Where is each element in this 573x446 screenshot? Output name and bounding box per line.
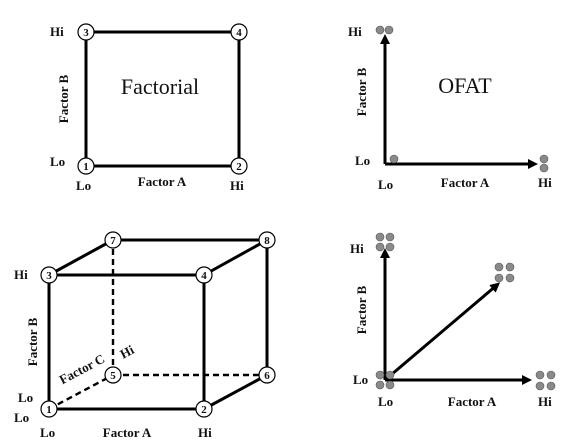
cube-edge-4-8 bbox=[203, 238, 268, 277]
factorial-square bbox=[84, 30, 241, 168]
cube-node-6-label: 6 bbox=[264, 370, 270, 382]
ofat3-diagonal-arrow bbox=[384, 282, 501, 382]
ofat3-point-center-2 bbox=[385, 370, 395, 380]
cube-node-8-label: 8 bbox=[264, 235, 270, 247]
cube-panel: 1 2 3 4 5 6 7 8 Hi Lo bbox=[14, 231, 276, 440]
ofat3-points bbox=[375, 232, 556, 391]
ofat-points bbox=[375, 25, 549, 173]
ofat3-y-label: Factor B bbox=[354, 285, 369, 334]
cube-y-label: Factor B bbox=[25, 317, 40, 366]
ofat3-x-lo: Lo bbox=[378, 394, 393, 409]
cube-node-1: 1 bbox=[40, 400, 58, 418]
factorial-node-1-label: 1 bbox=[83, 161, 89, 173]
ofat3-point-top-1 bbox=[375, 232, 385, 242]
cube-hidden-edge-1-5 bbox=[48, 373, 114, 411]
factorial-x-lo: Lo bbox=[76, 178, 91, 193]
ofat3-point-diag-4 bbox=[505, 273, 515, 283]
cube-node-7: 7 bbox=[104, 231, 122, 249]
cube-node-5-label: 5 bbox=[110, 370, 116, 382]
ofat-point-top-1 bbox=[375, 25, 385, 35]
ofat-x-hi: Hi bbox=[538, 175, 552, 190]
cube-x-hi: Hi bbox=[198, 425, 212, 440]
ofat-point-center bbox=[389, 154, 399, 164]
cube-node-8: 8 bbox=[258, 231, 276, 249]
cube-node-4: 4 bbox=[195, 266, 213, 284]
factorial-node-4-label: 4 bbox=[236, 27, 242, 39]
ofat-x-label: Factor A bbox=[441, 175, 490, 190]
ofat-y-label: Factor B bbox=[354, 67, 369, 116]
cube-y-hi: Hi bbox=[14, 267, 28, 282]
cube-edge-2-6 bbox=[203, 373, 268, 411]
ofat3-point-top-4 bbox=[385, 242, 395, 252]
cube-node-4-label: 4 bbox=[201, 270, 207, 282]
cube-x-label: Factor A bbox=[103, 425, 152, 440]
cube-x-lo: Lo bbox=[40, 425, 55, 440]
factorial-node-4: 4 bbox=[230, 23, 248, 41]
cube-z-hi: Hi bbox=[117, 342, 137, 362]
ofat3-point-right-1 bbox=[535, 370, 545, 380]
factorial-node-2-label: 2 bbox=[236, 161, 242, 173]
factorial-title: Factorial bbox=[121, 74, 199, 99]
ofat3-panel: Hi Lo Lo Hi Factor A Factor B bbox=[350, 232, 556, 409]
ofat3-point-right-4 bbox=[546, 381, 556, 391]
ofat3-y-lo: Lo bbox=[353, 372, 368, 387]
factorial-node-1: 1 bbox=[77, 157, 95, 175]
factorial-y-lo: Lo bbox=[50, 154, 65, 169]
cube-node-1-label: 1 bbox=[46, 404, 52, 416]
ofat3-point-top-2 bbox=[385, 232, 395, 242]
ofat-title: OFAT bbox=[438, 73, 492, 98]
cube-z-lo: Lo bbox=[14, 410, 29, 425]
factorial-x-hi: Hi bbox=[230, 178, 244, 193]
ofat3-point-top-3 bbox=[375, 242, 385, 252]
factorial-node-3-label: 3 bbox=[83, 27, 89, 39]
factorial-node-3: 3 bbox=[77, 23, 95, 41]
ofat-y-hi: Hi bbox=[348, 24, 362, 39]
factorial-node-2: 2 bbox=[230, 157, 248, 175]
ofat3-point-diag-3 bbox=[494, 273, 504, 283]
ofat3-point-diag-1 bbox=[494, 262, 504, 272]
ofat3-point-diag-2 bbox=[505, 262, 515, 272]
ofat3-point-right-2 bbox=[546, 370, 556, 380]
ofat3-x-label: Factor A bbox=[448, 394, 497, 409]
cube-node-5: 5 bbox=[104, 366, 122, 384]
ofat-point-right-2 bbox=[539, 163, 549, 173]
ofat-x-lo: Lo bbox=[378, 177, 393, 192]
cube-node-7-label: 7 bbox=[110, 235, 116, 247]
ofat3-point-center-1 bbox=[375, 370, 385, 380]
factorial-x-label: Factor A bbox=[138, 174, 187, 189]
ofat-point-top-2 bbox=[384, 25, 394, 35]
ofat-point-right-1 bbox=[539, 154, 549, 164]
factorial-y-hi: Hi bbox=[50, 24, 64, 39]
cube-node-3-label: 3 bbox=[46, 270, 52, 282]
ofat3-point-center-3 bbox=[375, 380, 385, 390]
ofat-panel: OFAT Hi Lo Lo Hi Factor A Factor B bbox=[348, 24, 552, 192]
factorial-y-label: Factor B bbox=[56, 74, 71, 123]
cube-z-label: Factor C bbox=[57, 351, 107, 387]
cube-y-lo: Lo bbox=[18, 390, 33, 405]
ofat-y-lo: Lo bbox=[355, 153, 370, 168]
cube-node-2: 2 bbox=[195, 400, 213, 418]
ofat3-point-right-3 bbox=[535, 381, 545, 391]
cube-node-6: 6 bbox=[258, 366, 276, 384]
cube-node-3: 3 bbox=[40, 266, 58, 284]
factorial-panel: 1 2 3 4 Factorial Hi Lo Lo Hi Factor A F… bbox=[50, 23, 248, 193]
ofat3-point-center-4 bbox=[385, 380, 395, 390]
cube-edge-3-7 bbox=[48, 238, 114, 277]
ofat3-y-hi: Hi bbox=[350, 241, 364, 256]
cube-node-2-label: 2 bbox=[201, 404, 207, 416]
ofat3-x-hi: Hi bbox=[538, 394, 552, 409]
